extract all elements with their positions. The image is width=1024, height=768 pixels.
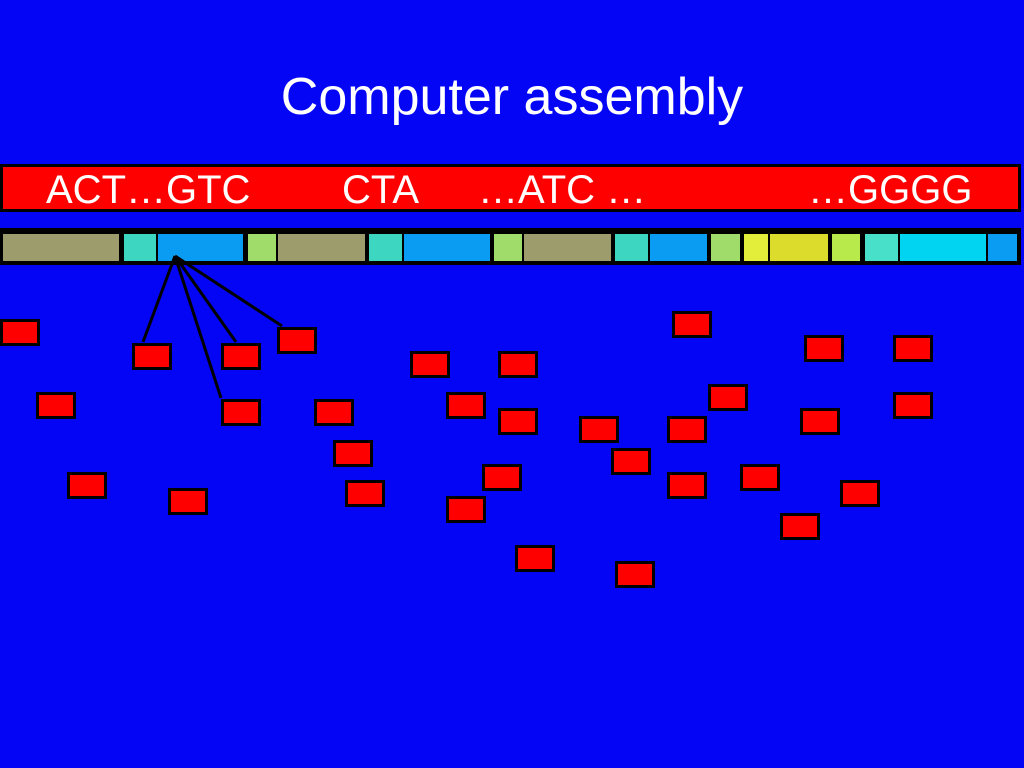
read-fragment	[277, 327, 317, 354]
read-fragment	[708, 384, 748, 411]
read-fragment	[221, 343, 261, 370]
read-fragment	[667, 472, 707, 499]
mapping-line-3	[174, 254, 283, 328]
contig-segment-6	[369, 234, 402, 261]
read-fragment	[221, 399, 261, 426]
mapping-line-1	[141, 255, 177, 343]
contig-segment-3	[158, 234, 243, 261]
contig-segment-17	[900, 234, 986, 261]
read-fragment	[515, 545, 555, 572]
read-fragment	[611, 448, 651, 475]
read-fragment	[67, 472, 107, 499]
read-fragment	[36, 392, 76, 419]
read-fragment	[0, 319, 40, 346]
read-fragment	[410, 351, 450, 378]
read-fragment	[667, 416, 707, 443]
read-fragment	[333, 440, 373, 467]
contig-segment-10	[615, 234, 648, 261]
sequence-label-4: …GGGG	[808, 168, 973, 212]
read-fragment	[840, 480, 880, 507]
slide-title: Computer assembly	[280, 68, 744, 126]
contig-segment-18	[988, 234, 1017, 261]
read-fragment	[804, 335, 844, 362]
read-fragment	[893, 335, 933, 362]
sequence-label-1: ACT…GTC	[46, 168, 251, 212]
read-fragment	[168, 488, 208, 515]
contig-segment-14	[770, 234, 828, 261]
contig-segment-9	[524, 234, 611, 261]
read-fragment	[672, 311, 712, 338]
read-fragment	[314, 399, 354, 426]
contig-segment-15	[832, 234, 860, 261]
read-fragment	[579, 416, 619, 443]
mapping-line-2	[173, 255, 238, 343]
read-fragment	[132, 343, 172, 370]
sequence-label-3: …ATC …	[478, 168, 647, 212]
read-fragment	[780, 513, 820, 540]
read-fragment	[446, 496, 486, 523]
contig-segment-16	[865, 234, 898, 261]
contig-segment-5	[278, 234, 365, 261]
contig-segment-1	[3, 234, 119, 261]
read-fragment	[498, 351, 538, 378]
read-fragment	[615, 561, 655, 588]
contig-segment-13	[744, 234, 768, 261]
mapping-line-4	[173, 255, 223, 399]
reference-sequence-bar	[0, 164, 1021, 212]
read-fragment	[893, 392, 933, 419]
contig-segment-2	[124, 234, 156, 261]
read-fragment	[446, 392, 486, 419]
sequence-label-2: CTA	[342, 168, 420, 212]
contig-segment-7	[404, 234, 490, 261]
read-fragment	[482, 464, 522, 491]
contig-segment-4	[248, 234, 276, 261]
read-fragment	[498, 408, 538, 435]
contig-segment-12	[711, 234, 740, 261]
contig-segment-11	[650, 234, 707, 261]
contig-segment-8	[494, 234, 522, 261]
read-fragment	[740, 464, 780, 491]
read-fragment	[345, 480, 385, 507]
read-fragment	[800, 408, 840, 435]
